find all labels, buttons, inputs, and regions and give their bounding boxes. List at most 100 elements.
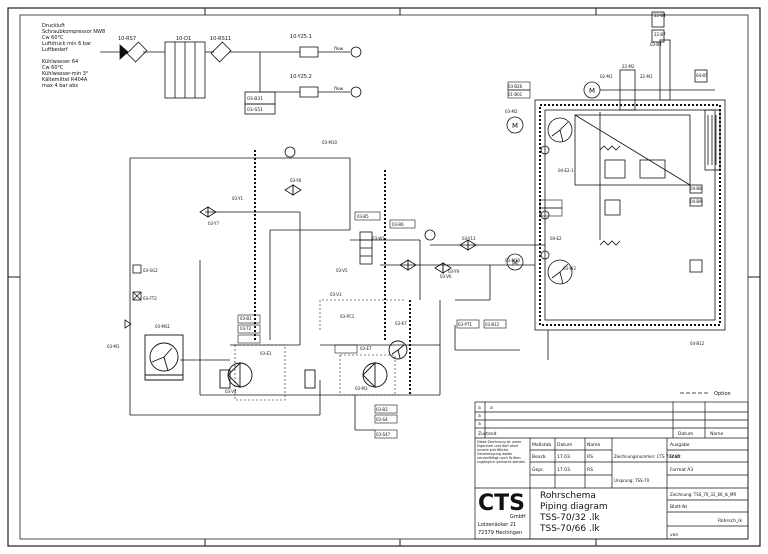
svg-text:03-E1: 03-E1 (260, 351, 272, 356)
hatched-pipes (254, 150, 411, 395)
svg-text:03-S47: 03-S47 (376, 432, 391, 437)
svg-text:Luftbedarf: Luftbedarf (42, 47, 68, 53)
svg-text:03-B2: 03-B2 (376, 407, 388, 412)
drawing-model2: TSS-70/66 .lk (539, 524, 600, 534)
tag-flow1: flow (334, 46, 344, 52)
title-block (474, 401, 749, 540)
svg-text:03-M20: 03-M20 (505, 258, 521, 263)
tag-filter1: 10-RS7 (118, 36, 136, 42)
svg-text:Druckluft: Druckluft (42, 23, 65, 29)
svg-text:Gepr.: Gepr. (532, 467, 544, 473)
svg-text:03-B26: 03-B26 (508, 84, 523, 89)
valve-symbols (124, 145, 550, 329)
svg-text:Kühlwasser-min 3°: Kühlwasser-min 3° (42, 71, 89, 77)
svg-text:Blatt-Nr: Blatt-Nr (670, 504, 688, 510)
compressors (144, 334, 408, 389)
svg-text:03-M1: 03-M1 (107, 344, 120, 349)
tag-dryer: 10-D1 (176, 36, 191, 42)
svg-text:03-Y7: 03-Y7 (208, 221, 220, 226)
svg-text:Datum: Datum (678, 431, 693, 437)
svg-text:RS: RS (587, 454, 593, 460)
tag-valve1: 10-Y25.1 (290, 34, 312, 40)
svg-text:Name: Name (710, 431, 724, 437)
svg-text:03-Y1: 03-Y1 (232, 196, 244, 201)
svg-text:04-E2: 04-E2 (550, 236, 562, 241)
company-logo: CTS (478, 491, 525, 516)
svg-text:Option: Option (714, 391, 731, 397)
svg-text:Maßstab: Maßstab (532, 442, 551, 448)
tag-box2: 03-S51 (247, 107, 263, 113)
svg-text:Ursprung: TSS-70: Ursprung: TSS-70 (614, 478, 650, 483)
svg-text:03-V6: 03-V6 (440, 274, 452, 279)
svg-text:03-Y8: 03-Y8 (290, 178, 302, 183)
svg-text:Name: Name (587, 442, 601, 448)
svg-text:03-S4: 03-S4 (376, 417, 388, 422)
tag-flow2: flow (334, 86, 344, 92)
svg-text:Zustand: Zustand (478, 431, 497, 437)
svg-text:max 4 bar abs: max 4 bar abs (42, 83, 78, 89)
svg-text:03-Y9: 03-Y9 (448, 269, 460, 274)
svg-text:Cw 60°C: Cw 60°C (42, 65, 64, 71)
svg-text:03-MS1: 03-MS1 (155, 324, 171, 329)
svg-text:03-M10: 03-M10 (322, 140, 338, 145)
svg-text:03-V3: 03-V3 (330, 292, 342, 297)
svg-text:03-FT2: 03-FT2 (143, 296, 157, 301)
svg-text:Bearb.: Bearb. (532, 454, 547, 460)
svg-text:03-W2: 03-W2 (563, 266, 576, 271)
option-legend: Option (680, 391, 731, 397)
svg-text:22-B7: 22-B7 (654, 32, 666, 37)
svg-text:03-Y13: 03-Y13 (462, 236, 476, 241)
title-block-text: a a a a Zustand Datum Name Maßstab Bearb… (478, 406, 724, 483)
svg-text:03-W1: 03-W1 (372, 236, 385, 241)
svg-text:Rohrsch_lk: Rohrsch_lk (718, 518, 743, 524)
svg-text:03-B12: 03-B12 (485, 322, 500, 327)
svg-text:04-B9: 04-B9 (690, 199, 702, 204)
svg-text:03-B6: 03-B6 (392, 222, 404, 227)
svg-text:Cw 60°C: Cw 60°C (42, 35, 64, 41)
svg-text:a: a (478, 406, 481, 411)
tag-valve2: 10-Y25.2 (290, 74, 312, 80)
svg-text:03-SG2: 03-SG2 (143, 268, 158, 273)
svg-text:03-B4: 03-B4 (650, 42, 662, 47)
svg-text:Zeichnungsnummer: CTS 70 / 66: Zeichnungsnummer: CTS 70 / 66 (614, 454, 680, 459)
disclaimer: Diese Zeichnung ist unser Eigentum und d… (477, 440, 526, 464)
svg-text:04-B8: 04-B8 (690, 186, 702, 191)
svg-text:22-M1: 22-M1 (640, 74, 653, 79)
svg-text:04-B5: 04-B5 (696, 73, 708, 78)
svg-text:03-PT1: 03-PT1 (458, 322, 472, 327)
svg-text:03-M2: 03-M2 (505, 109, 518, 114)
svg-text:RS: RS (587, 467, 593, 473)
svg-text:a: a (478, 422, 481, 427)
svg-text:03-B1: 03-B1 (240, 316, 252, 321)
svg-text:von: von (670, 533, 678, 538)
drawing-title-de: Rohrschema (540, 491, 596, 501)
svg-text:04-E2-1: 04-E2-1 (558, 168, 574, 173)
svg-text:03-T2: 03-T2 (240, 326, 252, 331)
motor-m3: M (512, 259, 518, 267)
svg-text:Blatt: Blatt (670, 454, 681, 460)
svg-text:Format A3: Format A3 (670, 467, 693, 473)
refrigerant-piping (129, 157, 545, 431)
svg-text:03-PC1: 03-PC1 (340, 314, 355, 319)
drawing-model1: TSS-70/32 .lk (539, 513, 600, 523)
climatic-chamber (506, 11, 726, 360)
svg-text:04-B12: 04-B12 (690, 341, 705, 346)
component-tags: 22-M1 22-M2 03-B26 01-B01 03-B4 03-M2 04… (107, 13, 708, 437)
svg-text:03-M3: 03-M3 (355, 386, 368, 391)
svg-text:01-B01: 01-B01 (508, 92, 523, 97)
motor-hm1: M (589, 87, 595, 95)
svg-text:a: a (478, 414, 481, 419)
svg-text:Ausgabe: Ausgabe (670, 442, 690, 448)
svg-text:Schraubkompressor NW8: Schraubkompressor NW8 (42, 29, 105, 35)
company-address1: Lotzenäcker 21 (478, 522, 516, 528)
svg-text:03-E7: 03-E7 (360, 346, 372, 351)
svg-text:17.03.: 17.03. (557, 454, 571, 460)
svg-text:Kühlwasser 64: Kühlwasser 64 (42, 59, 78, 65)
title-block-right: Ausgabe Blatt Format A3 Zeichnung: TSS_7… (670, 442, 743, 538)
svg-text:Zeichnung: TSS_70_32_66_lk_MR: Zeichnung: TSS_70_32_66_lk_MR (670, 492, 736, 497)
motor-m2: M (512, 122, 518, 130)
svg-text:03-V5: 03-V5 (336, 268, 348, 273)
svg-text:03-V4: 03-V4 (225, 389, 237, 394)
company-address2: 72379 Hechingen (478, 530, 522, 536)
svg-text:Datum: Datum (557, 442, 572, 448)
